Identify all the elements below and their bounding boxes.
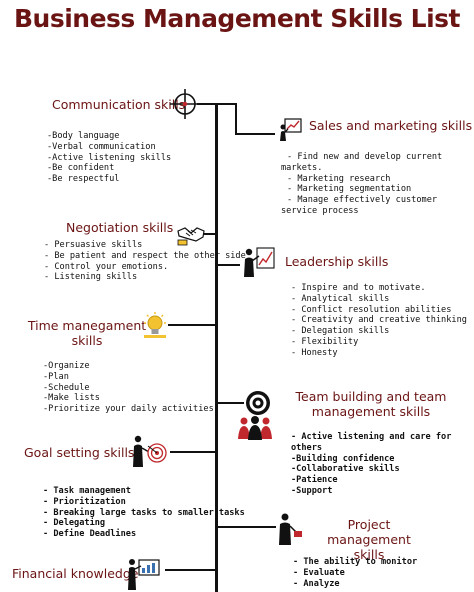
list-item: - Honesty (291, 347, 338, 358)
list-item: - Active listening and care for others (291, 432, 452, 453)
list-item: -Prioritize your daily activities (43, 404, 214, 415)
team-list: - Active listening and care for others -… (291, 432, 461, 497)
list-item: - Persuasive skills (44, 240, 143, 250)
target-icon (244, 389, 272, 417)
list-item: - Define Deadlines (43, 529, 137, 540)
list-item: -Be respectful (47, 174, 120, 185)
timeline-goal-branch (170, 451, 217, 453)
project-manager-icon (274, 512, 304, 546)
list-item: -Verbal communication (47, 141, 156, 152)
list-item: -Organize (43, 361, 90, 371)
list-item: - Marketing segmentation (287, 184, 412, 195)
list-item: - Manage effectively customer service pr… (281, 195, 438, 216)
list-item: - Conflict resolution abilities (291, 304, 452, 315)
communication-heading: Communication skills (52, 97, 186, 112)
sales-list: - Find new and develop current markets. … (281, 152, 461, 217)
project-heading-line1: Project management (327, 517, 411, 547)
handshake-icon (176, 221, 206, 247)
time-list: -Organize -Plan -Schedule -Make lists -P… (43, 361, 214, 415)
timeline-vertical-line (215, 103, 218, 592)
list-item: - Breaking large tasks to smaller tasks (43, 507, 245, 518)
list-item: - Find new and develop current markets. (281, 152, 443, 173)
list-item: -Patience (291, 475, 338, 486)
team-heading-line2: management skills (311, 404, 431, 419)
list-item: - The ability to monitor (293, 557, 418, 567)
timeline-team-branch (216, 402, 244, 404)
leadership-heading: Leadership skills (285, 254, 389, 269)
list-item: -Building confidence (291, 453, 395, 464)
list-item: - Delegating (43, 518, 106, 529)
timeline-leadership-branch (216, 264, 240, 266)
timeline-sales-connector (235, 103, 237, 135)
goal-heading: Goal setting skills (24, 445, 135, 460)
timeline-financial-branch (165, 569, 217, 571)
list-item: -Body language (47, 131, 120, 141)
team-heading-line1: Team building and team (295, 389, 447, 404)
lightbulb-icon (140, 311, 170, 341)
list-item: - Task management (43, 486, 131, 496)
page-title: Business Management Skills List (14, 4, 461, 33)
timeline-time-branch (168, 324, 217, 326)
list-item: - Analytical skills (291, 293, 390, 304)
list-item: -Make lists (43, 393, 100, 404)
list-item: - Control your emotions. (44, 261, 169, 272)
negotiation-heading: Negotiation skills (66, 220, 174, 235)
timeline-top-connector (197, 103, 237, 105)
list-item: - Evaluate (293, 567, 345, 578)
timeline-project-branch (216, 526, 276, 528)
list-item: -Active listening skills (47, 152, 172, 163)
list-item: -Schedule (43, 382, 90, 393)
time-heading: Time manegament skills (20, 318, 154, 348)
financial-heading: Financial knowledge (12, 566, 139, 581)
timeline-negotiation-branch (200, 233, 217, 235)
project-heading: Project management skills (304, 517, 434, 562)
team-heading: Team building and team management skills (283, 389, 459, 419)
list-item: - Listening skills (44, 272, 138, 283)
list-item: - Inspire and to motivate. (291, 283, 426, 293)
list-item: -Support (291, 485, 333, 496)
presentation-icon (126, 554, 162, 590)
time-heading-line1: Time manegament (27, 318, 147, 333)
list-item: - Be patient and respect the other side (44, 250, 246, 261)
leader-chart-icon (239, 244, 277, 278)
project-heading-line2: skills (353, 547, 385, 562)
list-item: -Collaborative skills (291, 464, 400, 475)
communication-list: -Body language -Verbal communication -Ac… (47, 131, 171, 185)
sales-chart-icon (276, 115, 304, 143)
team-icon (237, 415, 273, 441)
time-heading-line2: skills (71, 333, 103, 348)
project-list: - The ability to monitor - Evaluate - An… (293, 557, 417, 589)
list-item: - Prioritization (43, 496, 126, 507)
timeline-sales-branch (235, 133, 275, 135)
goal-list: - Task management - Prioritization - Bre… (43, 486, 245, 540)
list-item: -Plan (43, 371, 69, 382)
list-item: -Be confident (47, 163, 115, 174)
list-item: - Marketing research (287, 173, 391, 184)
sales-heading: Sales and marketing skills (309, 118, 473, 133)
list-item: - Analyze (293, 578, 340, 589)
list-item: - Creativity and creative thinking (291, 315, 467, 326)
list-item: - Flexibility (291, 336, 359, 347)
goal-target-icon (130, 434, 170, 468)
leadership-list: - Inspire and to motivate. - Analytical … (291, 283, 467, 359)
negotiation-list: - Persuasive skills - Be patient and res… (44, 240, 246, 283)
list-item: - Delegation skills (291, 326, 390, 337)
crosshair-icon (168, 87, 202, 121)
